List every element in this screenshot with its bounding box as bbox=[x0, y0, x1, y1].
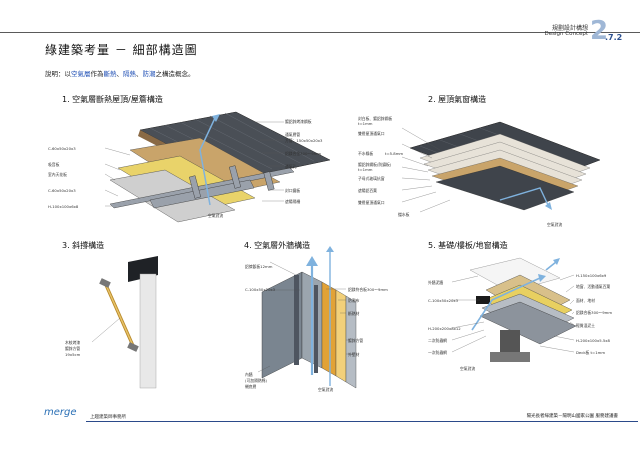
s5-label-7: 地窗、活動通氣百葉 bbox=[576, 284, 611, 289]
s2-label-0: 封白板、鍍鋁鋅鋼板 bbox=[358, 116, 393, 121]
s1-label-8: 吸音板 bbox=[48, 162, 60, 167]
header-divider bbox=[0, 32, 640, 33]
s1-label-1: 通氣層管 bbox=[285, 132, 301, 137]
section-name-en: Design Concept bbox=[544, 31, 588, 37]
section-3-title: 3. 斜撐構造 bbox=[62, 241, 105, 250]
firm-name: 上趨建築師事務所 bbox=[90, 415, 126, 420]
desc-suffix: 之構造概念。 bbox=[155, 70, 195, 78]
s4-label-4: 斷熱材 bbox=[348, 311, 360, 316]
s5-label-10: 輕質混泥土 bbox=[576, 323, 595, 328]
s4-label-3: 防潮布 bbox=[348, 298, 360, 303]
s2-label-6: t=1mm bbox=[358, 167, 373, 172]
s2-label-9: 雙層屋頂通氣口 bbox=[358, 200, 385, 205]
s3-label-1: 鍍鋅方管 bbox=[65, 346, 81, 351]
page-number-major: 2 bbox=[590, 16, 609, 46]
desc-sep2: 、 bbox=[136, 70, 143, 78]
s3-label-0: 木紋烤漆 bbox=[65, 340, 81, 345]
page-title: 綠建築考量 － 細部構造圖 bbox=[45, 43, 198, 57]
s1-label-11: H-100x100x6x8 bbox=[48, 204, 79, 209]
s2-label-5: 鍍鋁鋅鋼板(防鏽板) bbox=[358, 162, 392, 167]
s5-label-0: 外牆泥牆 bbox=[428, 280, 444, 285]
desc-highlight-heat: 隔熱 bbox=[123, 70, 136, 78]
s1-label-6: 遮陽隔柵 bbox=[285, 199, 301, 204]
s4-label-1: C-100x50x20x3 bbox=[245, 287, 276, 292]
firm-logo: merge bbox=[44, 407, 77, 418]
s1-label-7: C-60x50x20x3 bbox=[48, 146, 76, 151]
s1-label-9: 室內天花板 bbox=[48, 172, 67, 177]
desc-mid: 作為 bbox=[90, 70, 104, 78]
s4-label-7: 內牆 bbox=[245, 372, 253, 377]
desc-highlight-air: 空氣層 bbox=[71, 70, 91, 78]
s5-label-9: 鋁鎂合板300～9mm bbox=[576, 310, 613, 315]
s2-label-10: 擋水板 bbox=[398, 212, 410, 217]
s4-label-10: 空氣對流 bbox=[318, 387, 334, 392]
s4-label-6: 外壁材 bbox=[348, 352, 360, 357]
s5-label-11: H-200x100x5.5x8 bbox=[576, 338, 610, 343]
description: 說明：以空氣層作為斷熱、隔熱、防潮之構造概念。 bbox=[45, 68, 195, 78]
s5-label-2: H-200x200x8x12 bbox=[428, 326, 461, 331]
s1-label-5: 封口鐵板 bbox=[285, 188, 301, 193]
s2-label-4: t=5.8mm bbox=[385, 151, 404, 156]
s4-label-8: (可加隔熱棉) bbox=[245, 378, 267, 383]
s4-label-2: 鋁鎂符合板300～9mm bbox=[348, 287, 388, 292]
s3-label-2: 19x5cm bbox=[65, 352, 81, 357]
s5-label-6: H-150x100x6x9 bbox=[576, 273, 607, 278]
s2-label-7: 子母式玻璃抗窗 bbox=[358, 176, 385, 181]
s1-label-12: 空氣對流 bbox=[208, 213, 224, 218]
s2-label-3: 不水條板 bbox=[358, 151, 374, 156]
s5-label-4: 一次防蟲網 bbox=[428, 350, 447, 355]
project-name: 陽光長者綠建築－陽明山國家公園 服務建議書 bbox=[526, 414, 618, 419]
s1-label-10: C-60x50x20x3 bbox=[48, 188, 76, 193]
s4-label-0: 鋁擠鈑板12mm bbox=[245, 264, 273, 269]
desc-highlight-moisture: 防潮 bbox=[142, 70, 156, 78]
s4-label-9: 襯底層 bbox=[245, 384, 257, 389]
s2-label-8: 遮陽鋁百葉 bbox=[358, 188, 377, 193]
desc-highlight-insulation: 斷熱 bbox=[103, 70, 117, 78]
s1-label-0: 鍍鋁鋅烤漆鋼板 bbox=[285, 119, 312, 124]
s1-label-4: 通氣孔 bbox=[285, 164, 297, 169]
page-number-minor: .7.2 bbox=[605, 33, 623, 42]
s2-label-1: t=1mm bbox=[358, 121, 373, 126]
s2-label-11: 空氣對流 bbox=[547, 222, 563, 227]
s5-label-3: 二次防蟲網 bbox=[428, 338, 447, 343]
s1-label-2: 方管：150x50x20x3 bbox=[285, 138, 323, 143]
section-2-title: 2. 屋頂氣窗構造 bbox=[428, 95, 487, 104]
s5-label-1: C-100x50x20x3 bbox=[428, 298, 459, 303]
section-5-title: 5. 基礎/樓板/地窗構造 bbox=[428, 241, 508, 250]
section-4-title: 4. 空氣層外牆構造 bbox=[244, 241, 311, 250]
s4-label-5: 鍍鋅方管 bbox=[348, 338, 364, 343]
s5-label-8: 面材、地材 bbox=[576, 298, 595, 303]
s2-label-2: 雙層屋頂通氣口 bbox=[358, 131, 385, 136]
section-1-title: 1. 空氣層斷熱屋頂/屋簷構造 bbox=[62, 95, 163, 104]
s5-label-12: Deck板 t=1mm bbox=[576, 350, 606, 355]
desc-sep1: 、 bbox=[116, 70, 124, 78]
s1-label-3: 鋁鎂合金300～9mm bbox=[285, 151, 322, 156]
desc-prefix: 說明：以 bbox=[45, 70, 71, 78]
s5-label-5: 空氣對流 bbox=[460, 366, 476, 371]
section-name-cn: 規劃設計構想 bbox=[551, 25, 588, 32]
footer-divider bbox=[86, 421, 638, 422]
